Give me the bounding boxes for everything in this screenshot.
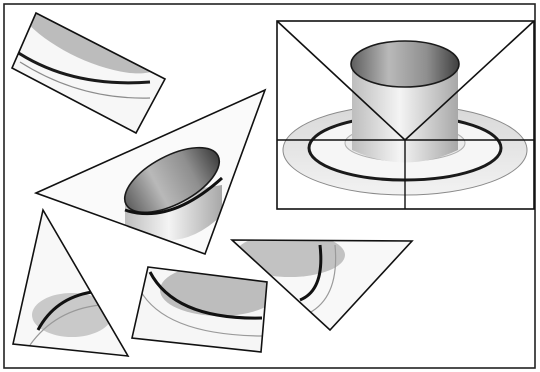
reference-picture <box>277 21 534 209</box>
